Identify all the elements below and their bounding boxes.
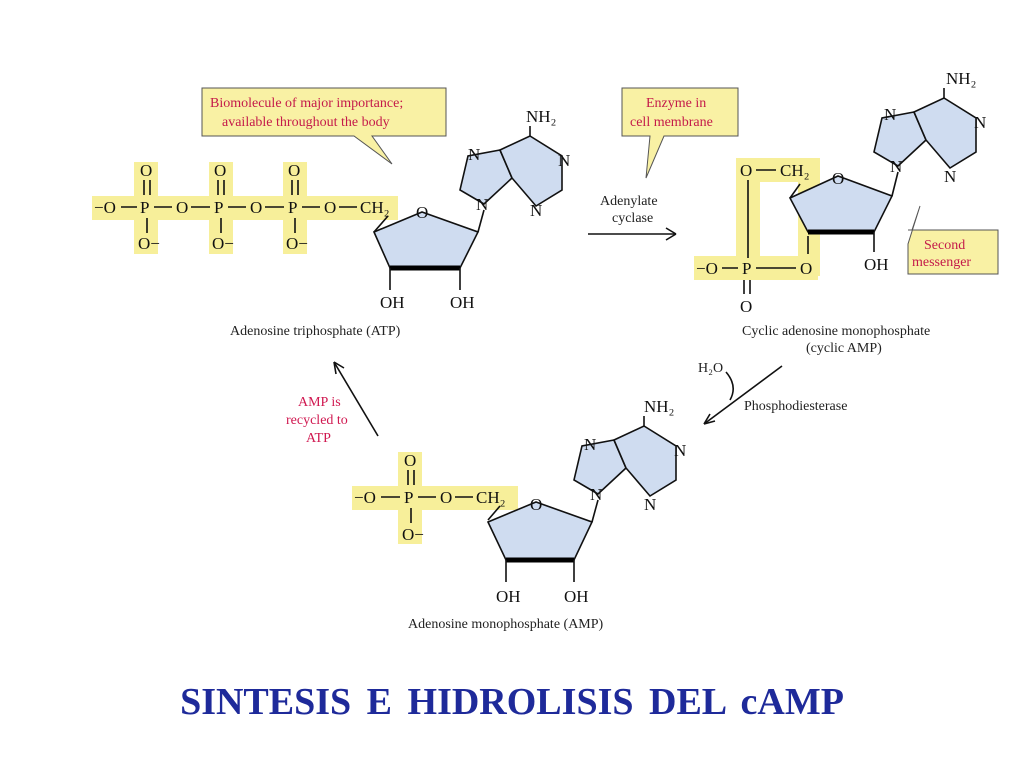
arrow2-enzyme: Phosphodiesterase [744, 399, 847, 414]
camp-ribose-ring [788, 175, 894, 233]
amp-n3: N [644, 495, 656, 514]
amp-n1: N [674, 441, 686, 460]
second-messenger-line1: Second [924, 238, 965, 253]
atp-chain-highlight [92, 196, 398, 220]
amp-minus-o: −O [354, 488, 376, 507]
atp-bottom-o3: O− [286, 234, 308, 253]
atp-bottom-o2: O− [212, 234, 234, 253]
amp-p: P [404, 488, 413, 507]
atp-callout-line2: available throughout the body [222, 115, 390, 130]
camp-ch2: CH₂ [780, 161, 810, 180]
enzyme-callout-line1: Enzyme in [646, 96, 706, 111]
camp-o-right: O [800, 259, 812, 278]
atp-n3: N [530, 201, 542, 220]
amp-o: O [440, 488, 452, 507]
phosphodiesterase-arrow: H₂O Phosphodiesterase [698, 361, 847, 425]
amp-n9: N [590, 485, 602, 504]
camp-imidazole-ring [873, 111, 927, 167]
atp-pyrimidine-ring [498, 135, 563, 208]
amp-top-o: O [404, 451, 416, 470]
camp-ring-o: O [832, 169, 844, 188]
amp-pyrimidine-ring [612, 425, 677, 498]
camp-n9: N [890, 157, 902, 176]
amp-name: Adenosine monophosphate (AMP) [408, 617, 604, 632]
atp-n9: N [476, 195, 488, 214]
atp-top-o2: O [214, 161, 226, 180]
atp-name: Adenosine triphosphate (ATP) [230, 324, 401, 339]
atp-n1: N [558, 151, 570, 170]
arrow3-line3: ATP [306, 431, 331, 446]
second-messenger-callout: Second messenger [907, 205, 999, 275]
atp-oh1: OH [380, 293, 405, 312]
amp-bottom-o: O− [402, 525, 424, 544]
camp-n3: N [944, 167, 956, 186]
camp-name-line1: Cyclic adenosine monophosphate [742, 324, 930, 339]
amp-ring-o: O [530, 495, 542, 514]
camp-oh: OH [864, 255, 889, 274]
atp-top-o3: O [288, 161, 300, 180]
amp-n7: N [584, 435, 596, 454]
atp-minus-o: −O [94, 198, 116, 217]
arrow3-line2: recycled to [286, 413, 348, 428]
second-messenger-line2: messenger [912, 255, 971, 270]
atp-bottom-o1: O− [138, 234, 160, 253]
atp-top-o1: O [140, 161, 152, 180]
atp-p2: P [214, 198, 223, 217]
recycle-arrow: AMP is recycled to ATP [286, 361, 379, 446]
atp-p3: P [288, 198, 297, 217]
amp-ribose-ring [486, 501, 594, 561]
amp-oh1: OH [496, 587, 521, 606]
camp-p: P [742, 259, 751, 278]
atp-p1: P [140, 198, 149, 217]
atp-n7: N [468, 145, 480, 164]
arrow1-line1: Adenylate [600, 194, 658, 209]
atp-imidazole-ring [459, 149, 513, 205]
amp-nh2: NH₂ [644, 397, 674, 416]
camp-pyrimidine-ring [912, 97, 977, 170]
atp-o3: O [324, 198, 336, 217]
arrow1-line2: cyclase [612, 211, 653, 226]
camp-diagram: −O P O P O P O CH₂ O O O O− O− O− O OH O… [92, 69, 999, 632]
enzyme-callout: Enzyme in cell membrane [621, 87, 739, 179]
arrow2-water: H₂O [698, 361, 723, 376]
camp-n7: N [884, 105, 896, 124]
amp-chain-highlight [352, 486, 518, 510]
atp-o1: O [176, 198, 188, 217]
atp-ribose-ring [372, 211, 480, 269]
atp-molecule: −O P O P O P O CH₂ O O O O− O− O− O OH O… [92, 107, 570, 339]
amp-imidazole-ring [573, 439, 627, 495]
arrow3-line1: AMP is [298, 395, 341, 410]
adenylate-cyclase-arrow: Adenylate cyclase [588, 194, 677, 241]
amp-molecule: O −O P O CH₂ O− O OH OH N N N N NH₂ Aden… [352, 397, 686, 632]
atp-callout-line1: Biomolecule of major importance; [210, 96, 403, 111]
atp-o2: O [250, 198, 262, 217]
amp-oh2: OH [564, 587, 589, 606]
camp-minus-o: −O [696, 259, 718, 278]
camp-bottom-o: O [740, 297, 752, 316]
camp-name-line2: (cyclic AMP) [806, 341, 882, 356]
amp-ch2: CH₂ [476, 488, 506, 507]
page-title: SINTESIS E HIDROLISIS DEL cAMP [180, 681, 844, 723]
camp-nh2: NH₂ [946, 69, 976, 88]
atp-oh2: OH [450, 293, 475, 312]
enzyme-callout-line2: cell membrane [630, 115, 713, 130]
camp-n1: N [974, 113, 986, 132]
atp-callout: Biomolecule of major importance; availab… [201, 87, 447, 165]
atp-ring-o: O [416, 203, 428, 222]
atp-nh2: NH₂ [526, 107, 556, 126]
camp-molecule: O CH₂ −O P O O O OH N N N N NH₂ Cyclic a… [694, 69, 986, 356]
camp-top-o: O [740, 161, 752, 180]
atp-ch2: CH₂ [360, 198, 390, 217]
